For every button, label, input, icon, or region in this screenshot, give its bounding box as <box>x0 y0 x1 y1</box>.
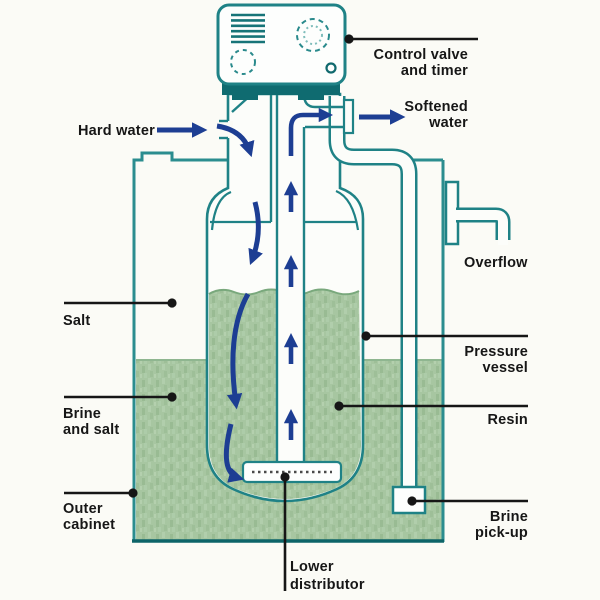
valve-vent-lines <box>231 13 265 44</box>
label-outer-cabinet-line2: cabinet <box>63 517 115 533</box>
label-lower-distributor-line1: Lower <box>290 559 334 575</box>
label-hard-water: Hard water <box>78 123 155 139</box>
label-outer-cabinet-line1: Outer <box>63 501 103 517</box>
label-pressure-vessel-line2: vessel <box>482 360 528 376</box>
flow-arrows <box>157 107 406 483</box>
label-softened-water-line1: Softened <box>404 99 468 115</box>
labels: Control valve and timer Hard water Softe… <box>63 47 528 593</box>
riser-top-out-arrow <box>288 107 333 156</box>
valve-base <box>222 83 340 100</box>
valve-knob <box>230 49 256 75</box>
label-brine-pickup-line1: Brine <box>490 509 528 525</box>
overflow-spout <box>444 180 511 246</box>
label-salt: Salt <box>63 313 90 329</box>
label-softened-water-line2: water <box>428 115 468 131</box>
valve-port <box>325 62 337 74</box>
downflow-arrow-1 <box>248 201 263 266</box>
label-brine-and-salt-line1: Brine <box>63 406 101 422</box>
label-brine-pickup-line2: pick-up <box>475 525 528 541</box>
timer-dial-inner <box>303 25 323 45</box>
label-resin: Resin <box>488 412 529 428</box>
callouts <box>64 37 528 591</box>
callout-dots <box>128 34 417 506</box>
label-brine-and-salt-line2: and salt <box>63 422 119 438</box>
distributor-hook-arrow <box>223 423 245 483</box>
label-pressure-vessel-line1: Pressure <box>464 344 528 360</box>
outlet-flange <box>342 98 355 135</box>
label-control-valve-line1: Control valve <box>374 47 468 63</box>
label-overflow: Overflow <box>464 255 528 271</box>
control-valve-box <box>216 3 347 86</box>
upper-distributor-bell <box>210 189 360 231</box>
label-control-valve-line2: and timer <box>401 63 468 79</box>
brine-line <box>328 96 418 489</box>
timer-dial <box>296 18 330 52</box>
label-lower-distributor-line2: distributor <box>290 577 365 593</box>
cabinet-left-wall <box>132 151 230 542</box>
inlet-down-arrow <box>216 123 255 158</box>
downflow-arrow-2 <box>226 292 251 410</box>
lower-distributor <box>241 460 343 484</box>
